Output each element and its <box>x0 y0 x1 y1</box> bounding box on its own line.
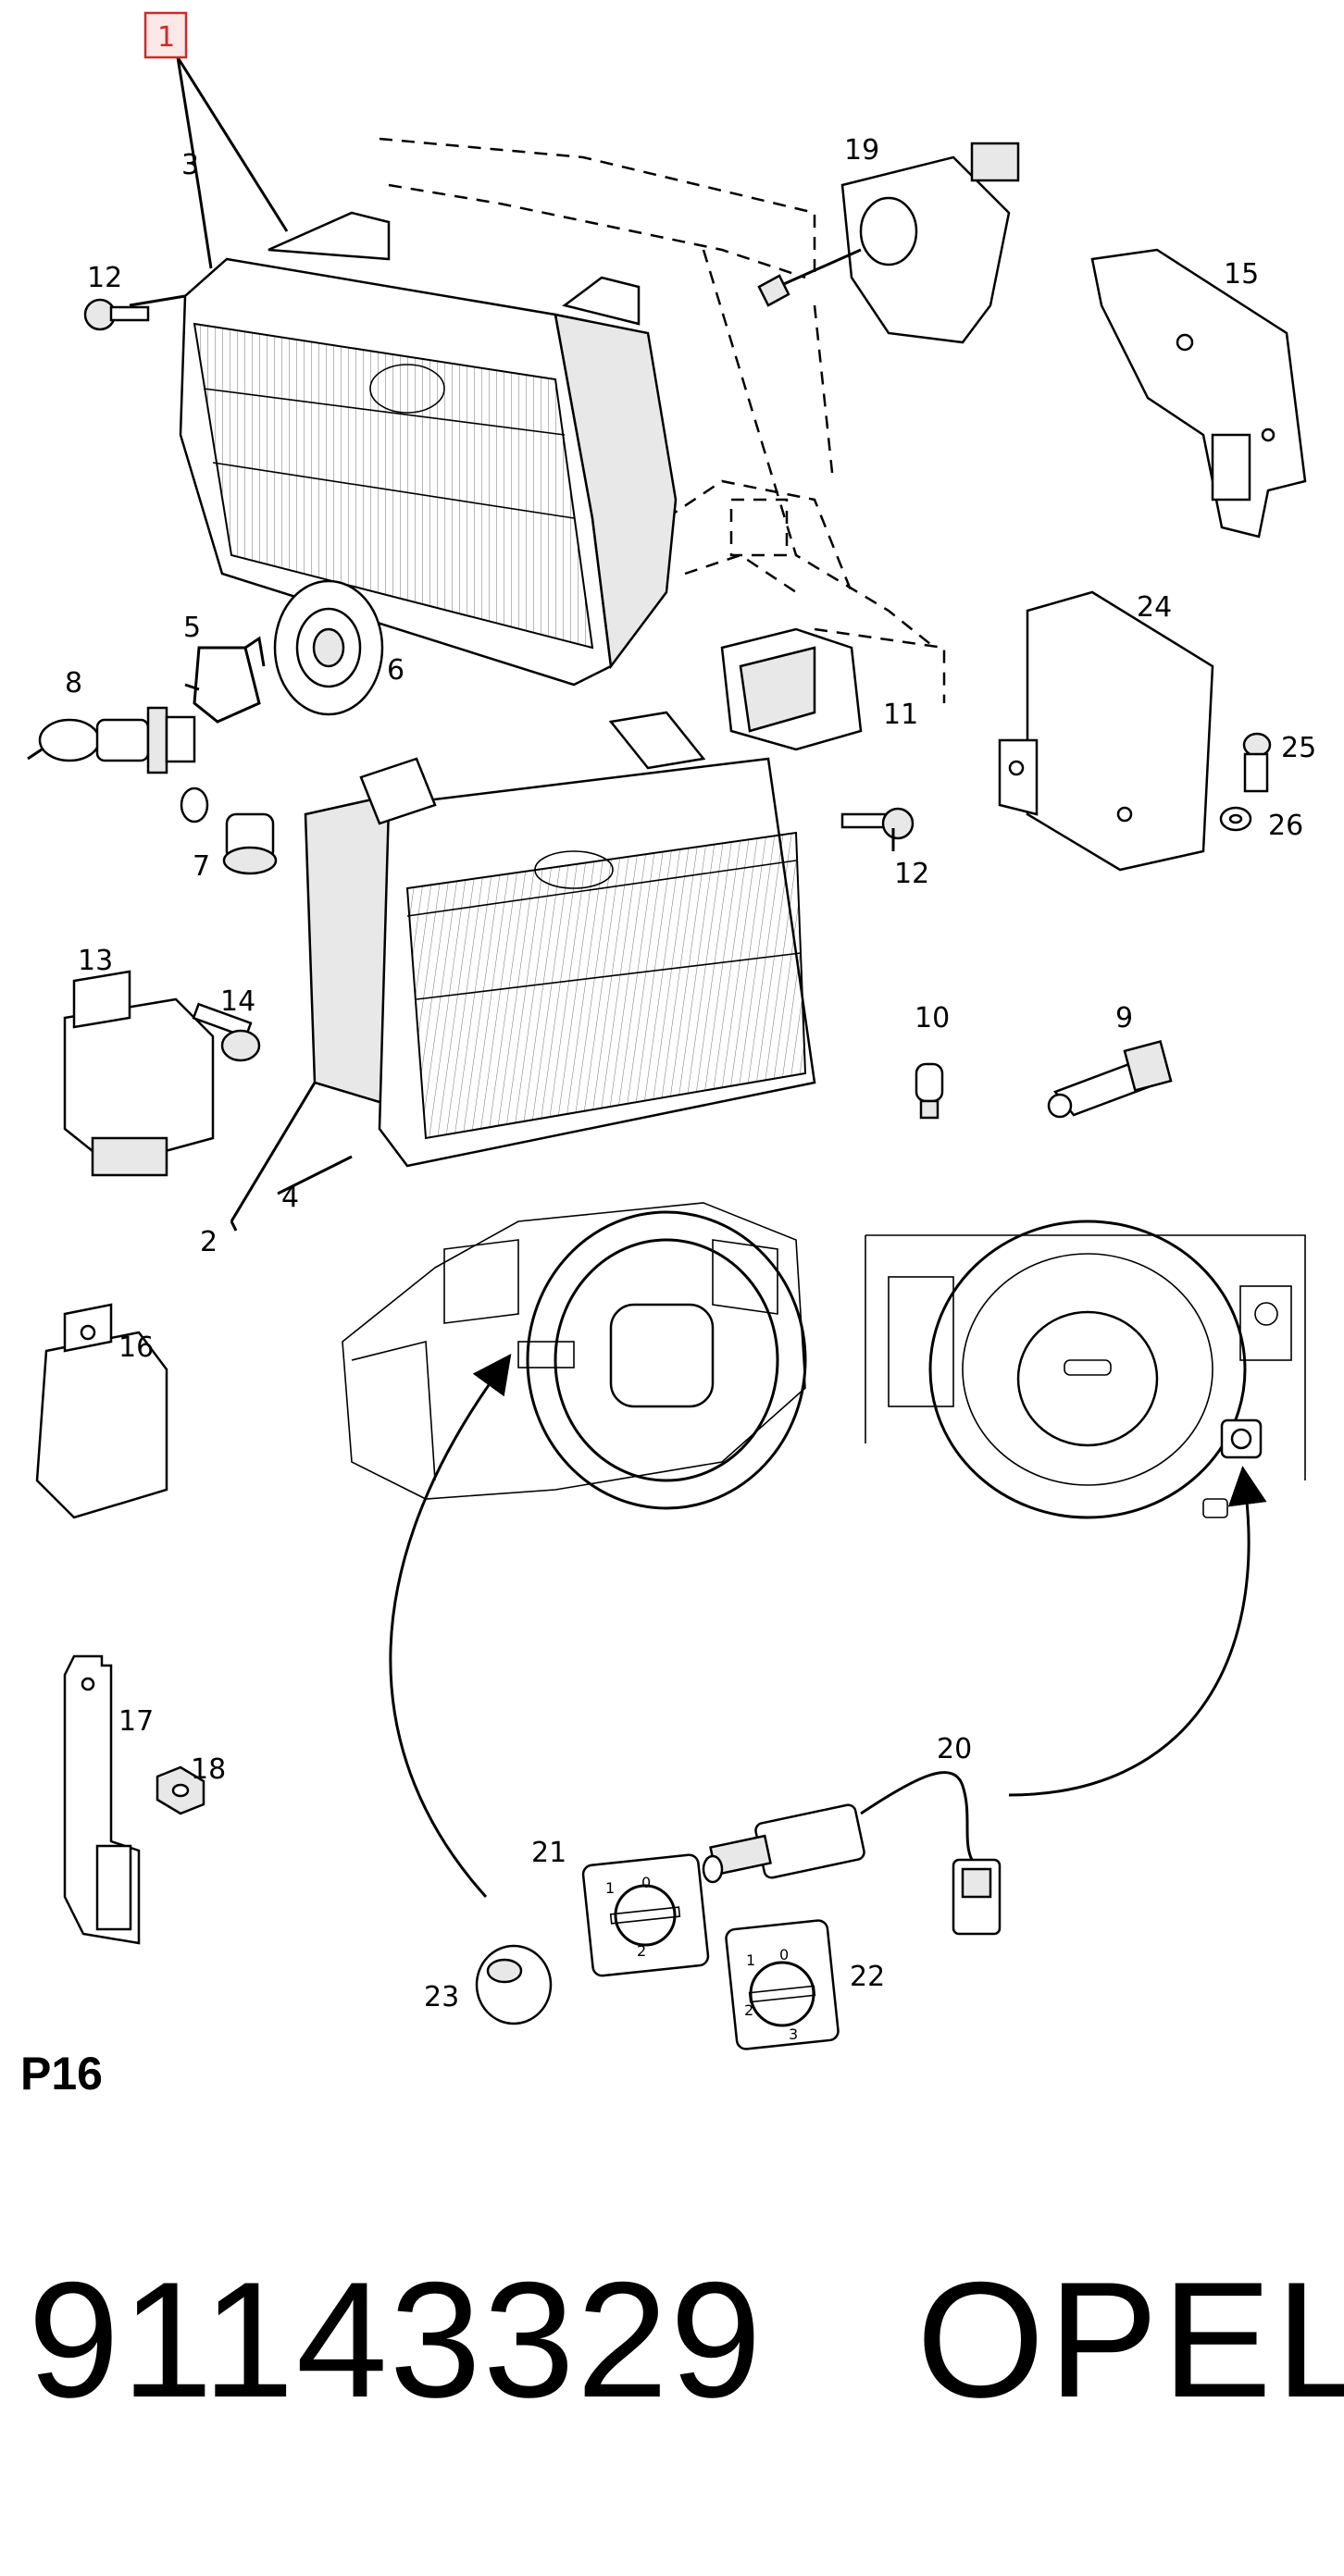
bracket-15[interactable] <box>1090 248 1307 539</box>
callout-1[interactable]: 1 <box>157 21 175 54</box>
screw-12-lower[interactable] <box>840 807 915 840</box>
dashboard-right-view <box>865 1220 1306 1519</box>
switch-20[interactable] <box>702 1771 1002 1936</box>
callout-17[interactable]: 17 <box>118 1705 154 1738</box>
callout-14[interactable]: 14 <box>220 985 255 1018</box>
washer-26[interactable] <box>1219 806 1252 832</box>
relay-13[interactable] <box>63 970 215 1177</box>
switch21-mark-0: 0 <box>641 1874 651 1891</box>
callout-3[interactable]: 3 <box>181 149 199 181</box>
screw-12-upper[interactable] <box>83 298 150 331</box>
part-number: 91143329 <box>28 2248 764 2432</box>
brand-name: OPEL <box>916 2248 1344 2432</box>
callout-1-highlight-box[interactable] <box>143 11 188 59</box>
callout-12-upper[interactable]: 12 <box>87 262 122 294</box>
nut-18[interactable] <box>156 1765 205 1815</box>
dashboard-left-view <box>342 1202 807 1510</box>
callout-7[interactable]: 7 <box>193 850 210 883</box>
bolt-25[interactable] <box>1242 732 1272 793</box>
mounting-plate-24[interactable] <box>998 590 1214 872</box>
callout-15[interactable]: 15 <box>1224 258 1259 291</box>
switch-plate-21[interactable] <box>581 1853 710 1977</box>
bracket-17[interactable] <box>63 1654 141 1945</box>
headlamp-left-assembly[interactable] <box>179 211 678 687</box>
callout-11[interactable]: 11 <box>883 699 918 731</box>
seal-ring-6[interactable] <box>273 579 384 716</box>
switch22-mark-3: 3 <box>789 2025 798 2043</box>
callout-13[interactable]: 13 <box>78 945 113 977</box>
switch21-mark-1: 1 <box>605 1879 615 1897</box>
callout-19[interactable]: 19 <box>844 134 879 167</box>
headlamp-right-assembly[interactable] <box>304 711 816 1168</box>
callout-8[interactable]: 8 <box>65 667 82 700</box>
callout-20[interactable]: 20 <box>937 1733 972 1765</box>
callout-labels: 1 3 12 19 15 5 6 8 11 24 25 26 7 12 13 1… <box>65 21 1316 2013</box>
callout-25[interactable]: 25 <box>1281 732 1316 764</box>
bulb-10[interactable] <box>915 1062 944 1120</box>
switch-plate-22[interactable] <box>725 1919 840 2050</box>
switch-position-marks: 0 1 2 0 1 2 3 <box>605 1874 798 2043</box>
callout-9[interactable]: 9 <box>1115 1002 1133 1034</box>
vehicle-frame-outline <box>379 137 946 703</box>
h4-bulb-8[interactable] <box>27 706 196 774</box>
spring-clip-5[interactable] <box>193 636 266 724</box>
switch21-mark-2: 2 <box>637 1942 646 1960</box>
callout-26[interactable]: 26 <box>1268 810 1303 842</box>
callout-22[interactable]: 22 <box>850 1961 885 1993</box>
leader-lines <box>129 56 1267 1899</box>
callout-24[interactable]: 24 <box>1137 591 1172 624</box>
switch22-mark-2: 2 <box>744 2001 753 2019</box>
relay-16[interactable] <box>35 1303 168 1519</box>
callout-18[interactable]: 18 <box>191 1753 226 1786</box>
callout-2[interactable]: 2 <box>200 1226 218 1258</box>
callout-10[interactable]: 10 <box>915 1002 950 1034</box>
headlamp-adjuster-19[interactable] <box>757 142 1020 344</box>
callout-4[interactable]: 4 <box>281 1182 299 1214</box>
connector-housing-11[interactable] <box>720 627 863 751</box>
callout-6[interactable]: 6 <box>387 654 404 687</box>
section-label: P16 <box>20 2048 103 2099</box>
screw-14[interactable] <box>192 1002 261 1062</box>
knob-23[interactable] <box>475 1944 553 2025</box>
bulb-holder-7[interactable] <box>180 786 278 875</box>
callout-23[interactable]: 23 <box>424 1981 459 2013</box>
callout-16[interactable]: 16 <box>118 1331 154 1364</box>
switch22-mark-0: 0 <box>779 1946 789 1963</box>
callout-12-lower[interactable]: 12 <box>894 858 929 890</box>
callout-5[interactable]: 5 <box>183 612 201 644</box>
callout-21[interactable]: 21 <box>531 1837 566 1869</box>
switch22-mark-1: 1 <box>746 1951 755 1969</box>
bulb-9[interactable] <box>1047 1040 1173 1119</box>
